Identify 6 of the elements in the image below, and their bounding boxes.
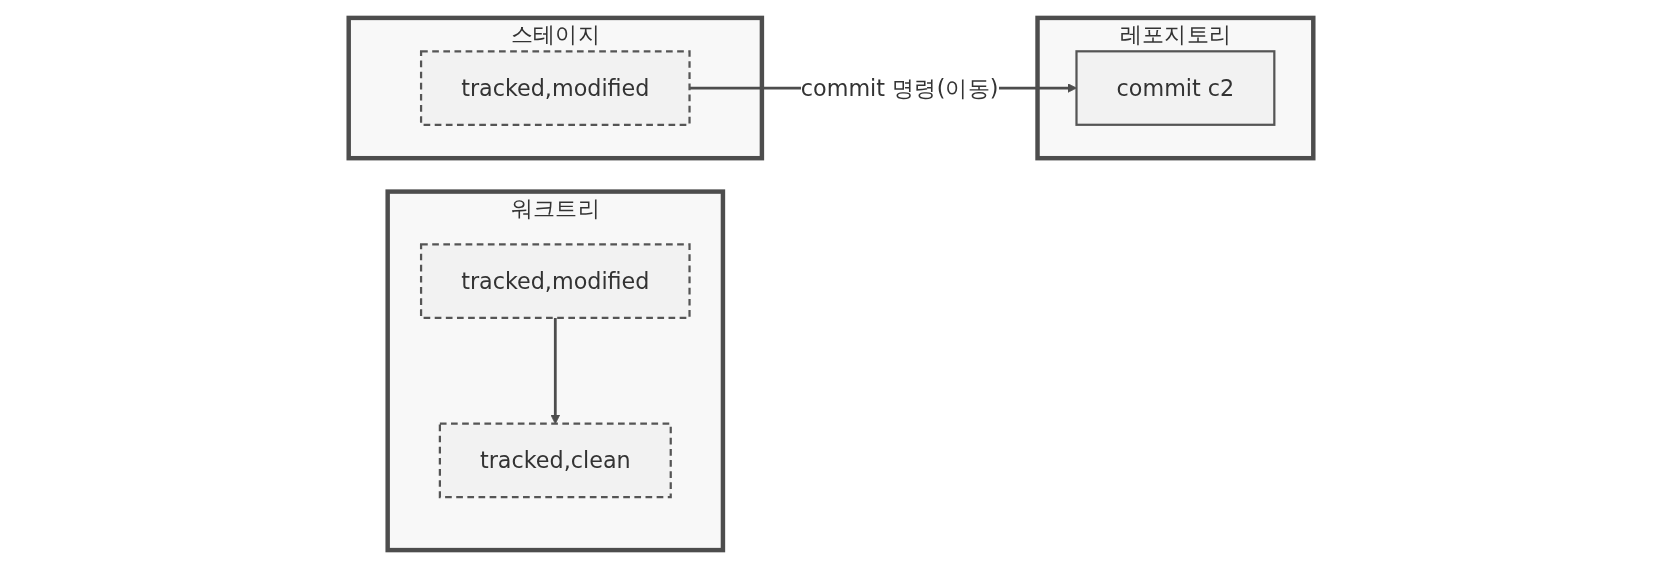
node-box: tracked,modified — [419, 242, 691, 319]
node-box: commit c2 — [1075, 49, 1276, 126]
arrow — [550, 317, 561, 424]
node-box: tracked,modified — [419, 49, 691, 126]
edge-label: commit 명령(이동) — [800, 74, 999, 101]
node-box: tracked,clean — [438, 422, 672, 498]
